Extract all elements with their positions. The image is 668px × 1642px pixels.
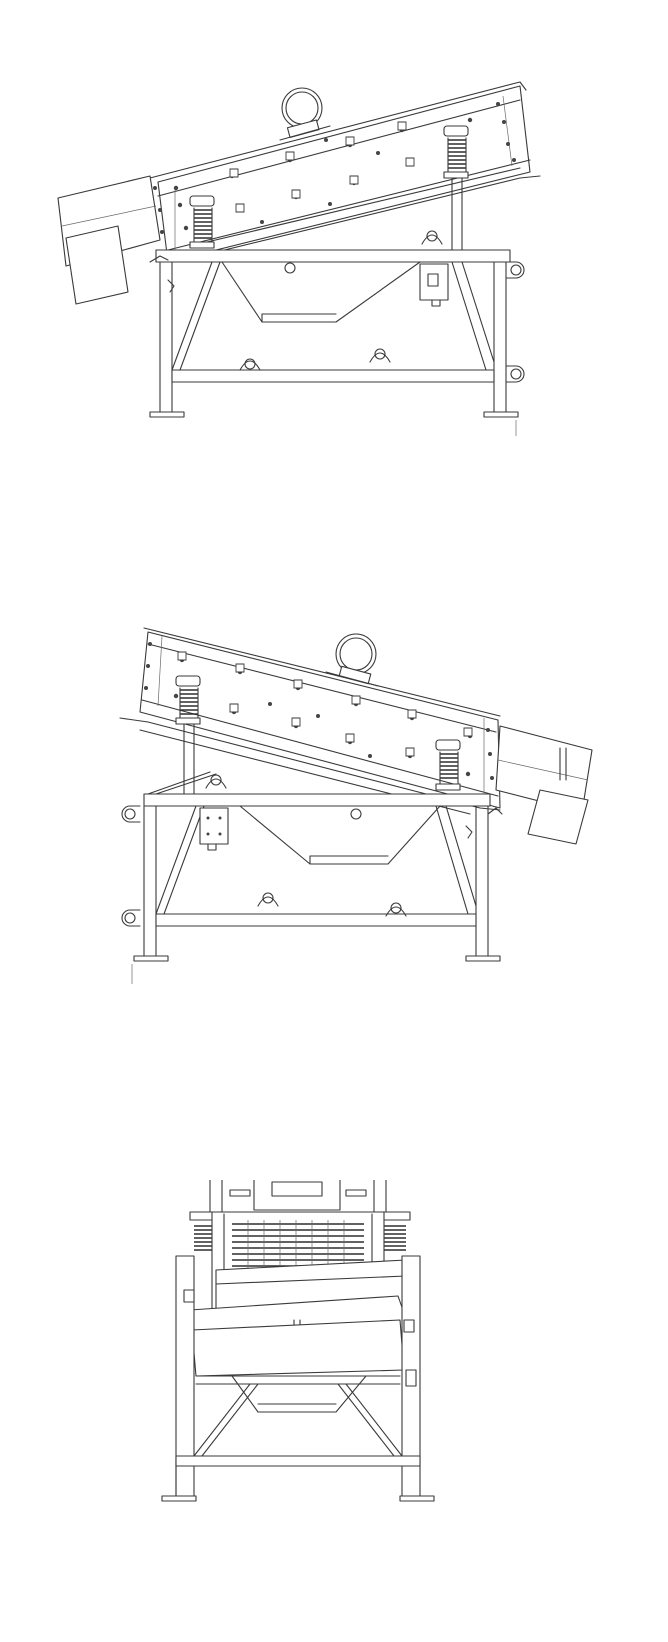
right-spring	[444, 126, 468, 250]
end-elevation-drawing	[0, 1180, 668, 1620]
lifting-lugs	[240, 231, 524, 382]
side-plate-bolts	[144, 642, 494, 780]
left-spring	[190, 196, 214, 248]
junction-box	[200, 808, 228, 850]
top-housing	[210, 1180, 386, 1212]
vibrator-motor	[326, 634, 378, 686]
screen-deck-box	[150, 82, 530, 262]
hopper	[240, 806, 440, 864]
right-bracket	[488, 808, 502, 814]
lifting-lugs	[122, 775, 406, 926]
left-bracket-lower	[168, 280, 174, 292]
left-bracket	[150, 256, 168, 262]
support-frame	[132, 772, 500, 984]
screen-deck-box	[140, 628, 500, 808]
discharge-chute-end	[190, 1260, 410, 1376]
side-details	[184, 1290, 416, 1386]
left-spring	[176, 676, 200, 796]
hopper	[196, 1376, 400, 1412]
support-frame	[150, 250, 518, 436]
vibrator-motor	[280, 88, 330, 140]
right-bracket-lower	[466, 826, 472, 838]
side-plate-bolts	[153, 102, 516, 234]
side-elevation-left-drawing	[0, 0, 668, 470]
end-elevation-view	[0, 1180, 668, 1620]
discharge-chute	[58, 176, 160, 304]
upper-springs	[190, 1212, 410, 1250]
right-spring	[436, 740, 460, 790]
junction-box	[420, 264, 448, 306]
discharge-chute	[496, 726, 592, 844]
side-elevation-left-view	[0, 0, 668, 470]
hopper	[222, 262, 420, 322]
side-elevation-right-view	[0, 600, 668, 1060]
side-elevation-right-drawing	[0, 600, 668, 1060]
